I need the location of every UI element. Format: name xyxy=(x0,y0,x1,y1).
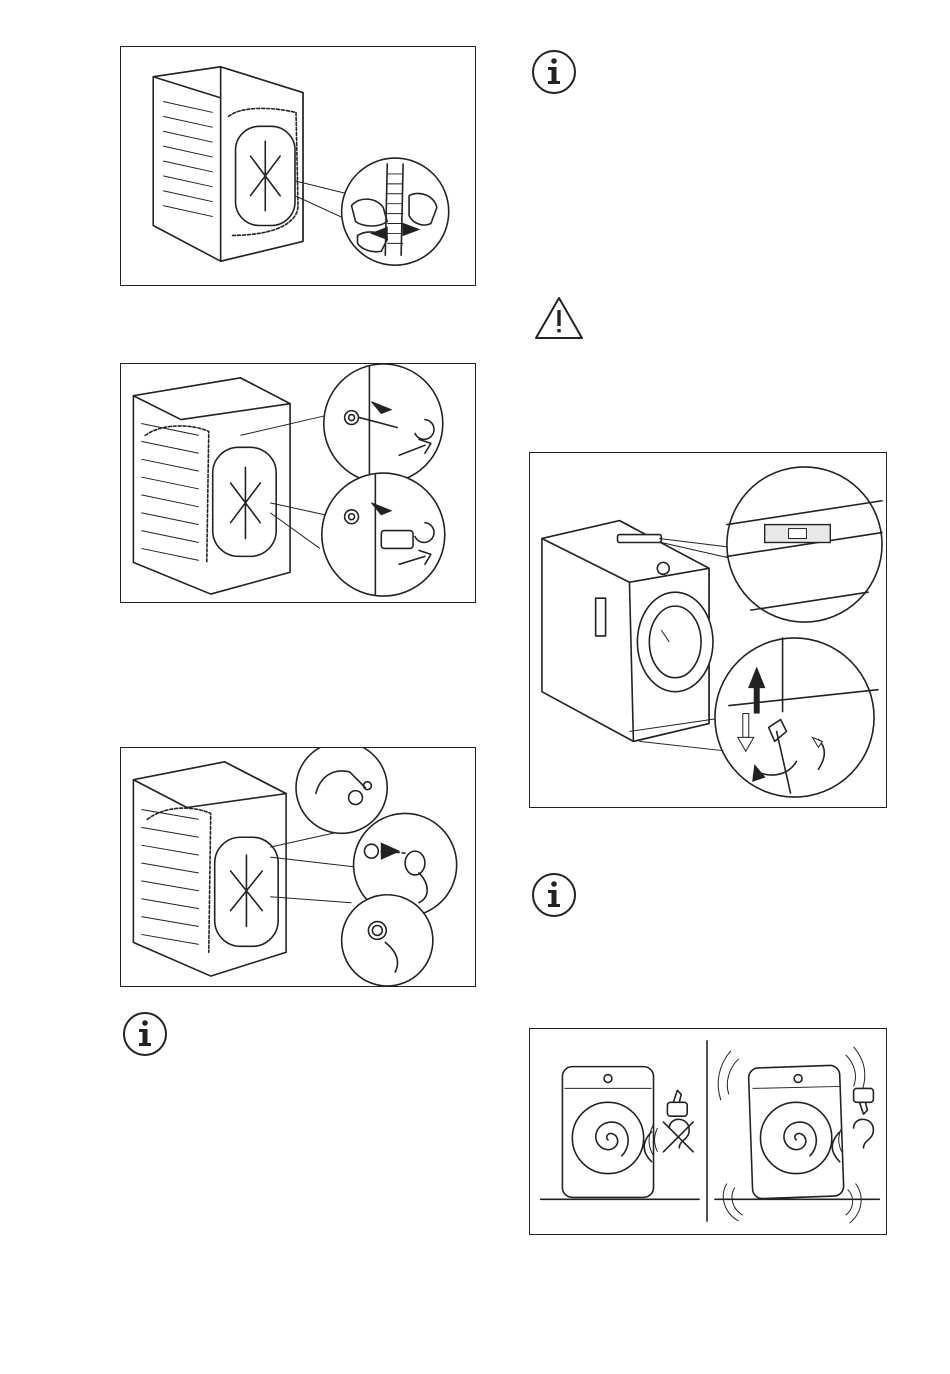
figure-insert-plastic-caps xyxy=(120,747,476,987)
warning-icon xyxy=(533,295,585,341)
info-icon xyxy=(531,872,577,918)
figure-level-adjust-feet xyxy=(529,452,887,808)
figure-remove-transit-bolts xyxy=(120,46,476,286)
figure-unscrew-transit-bolts xyxy=(120,363,476,603)
figure-vibration-comparison xyxy=(529,1028,887,1235)
info-icon xyxy=(122,1011,168,1057)
info-icon xyxy=(531,49,577,95)
